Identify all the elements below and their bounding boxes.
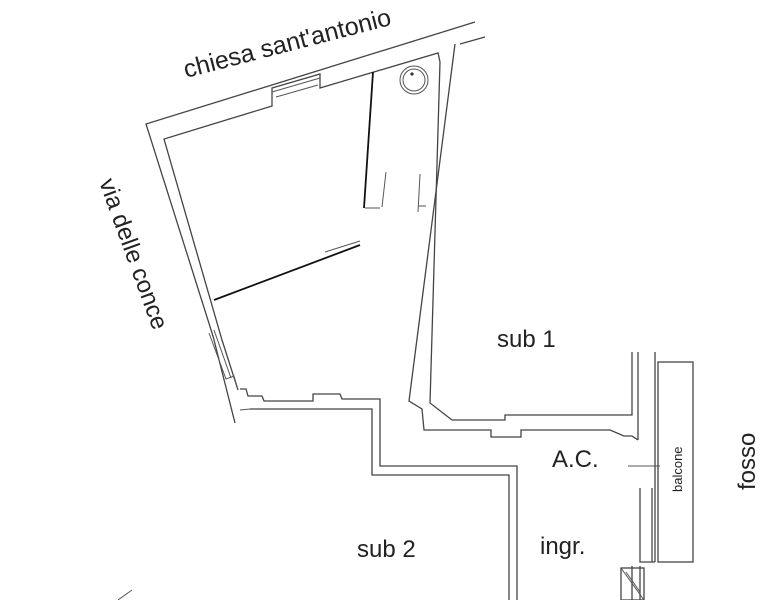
street-label-west: via delle conce xyxy=(93,175,173,333)
wall-upper-room-outer xyxy=(145,21,486,424)
room-label-balcone: balcone xyxy=(670,446,685,492)
room-label-ac: A.C. xyxy=(552,446,599,473)
partition-diagonal xyxy=(213,240,361,301)
room-label-sub2: sub 2 xyxy=(357,536,416,563)
partition-upper-right xyxy=(363,71,426,213)
stair-marker xyxy=(620,567,645,600)
wall-fragment-bottom-left xyxy=(117,589,133,600)
room-label-sub1: sub 1 xyxy=(497,326,556,353)
street-label-north: chiesa sant'antonio xyxy=(180,3,393,84)
wall-east xyxy=(628,352,660,600)
room-label-ingr: ingr. xyxy=(540,533,585,560)
balcony: balcone xyxy=(657,361,694,563)
wall-west-jog xyxy=(208,329,239,391)
wall-sub2-north xyxy=(239,388,518,600)
street-label-east: fosso xyxy=(734,433,761,490)
wall-upper-room-inner xyxy=(163,43,639,441)
circle-fixture-icon xyxy=(399,65,429,95)
